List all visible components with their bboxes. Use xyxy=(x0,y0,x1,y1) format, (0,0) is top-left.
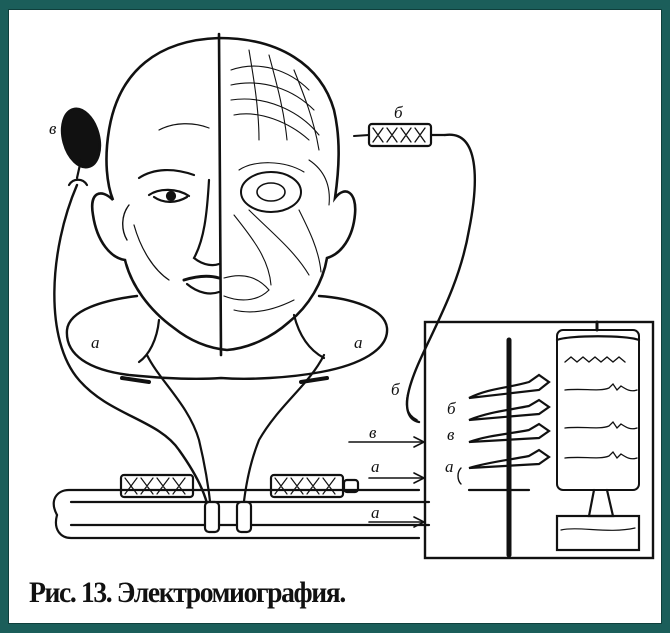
label-input-a-lower: а xyxy=(371,503,380,522)
label-recorder-b-outer: б xyxy=(391,380,400,399)
signal-arrows xyxy=(349,390,424,527)
bulb-electrode xyxy=(56,104,106,185)
label-input-v: в xyxy=(369,423,377,442)
label-recorder-b: б xyxy=(447,399,456,418)
label-recorder-a: а xyxy=(445,457,454,476)
electromyography-illustration: в б а а б б в а в а а xyxy=(9,10,662,624)
label-wire-right: а xyxy=(354,333,363,352)
figure-panel: в б а а б б в а в а а Рис. 13. Электроми… xyxy=(8,9,662,624)
figure-caption: Рис. 13. Электромиография. xyxy=(29,576,345,610)
head-drawing xyxy=(67,34,387,379)
needle-electrode-holder xyxy=(354,124,445,146)
label-top-right: б xyxy=(394,103,403,122)
label-wire-left: а xyxy=(91,333,100,352)
electrode-wires xyxy=(54,135,474,525)
label-input-a-upper: а xyxy=(371,457,380,476)
label-recorder-v: в xyxy=(447,425,455,444)
recorder-box xyxy=(425,322,653,558)
label-top-left: в xyxy=(49,119,57,138)
